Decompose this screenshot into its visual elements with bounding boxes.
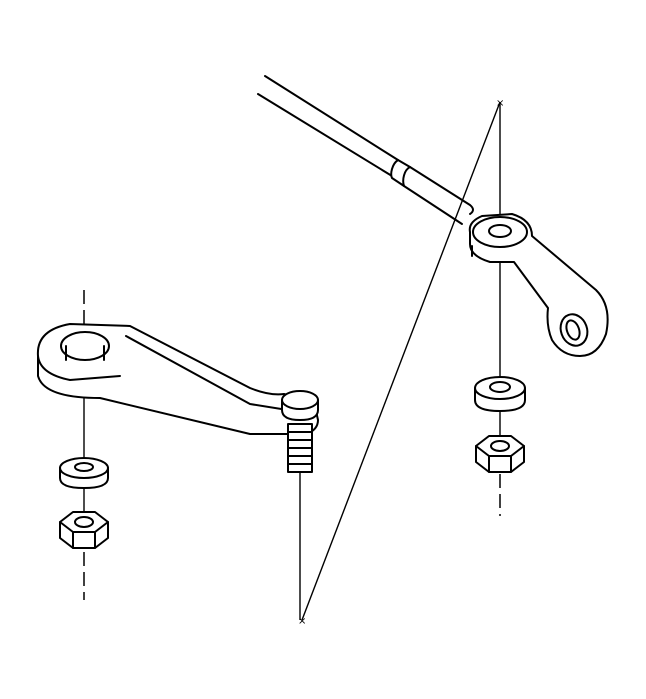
lower-lever-arm — [36, 323, 319, 435]
upper-hex-nut — [475, 435, 525, 473]
leader-bottom-mark: × — [298, 616, 306, 627]
lower-washer — [59, 457, 109, 489]
upper-washer — [474, 376, 526, 412]
control-cable — [257, 75, 474, 225]
lower-hex-nut — [59, 511, 109, 549]
upper-lever-arm — [468, 213, 609, 357]
threaded-pin — [281, 390, 319, 620]
